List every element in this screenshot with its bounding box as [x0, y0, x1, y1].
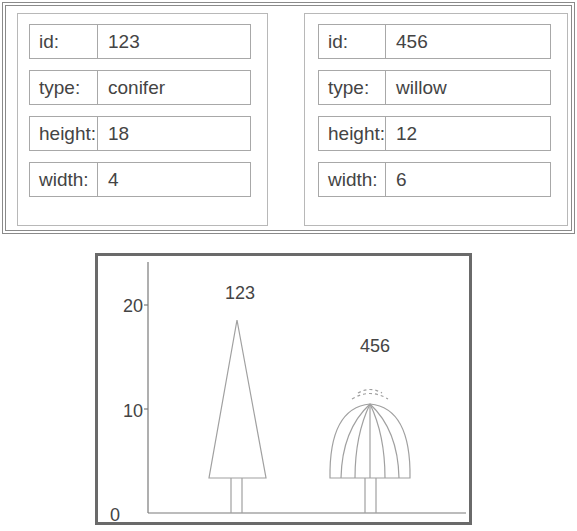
- willow-sway: [358, 390, 382, 394]
- tree-trunk: [364, 478, 365, 513]
- field-row: width:4: [29, 162, 251, 197]
- field-value: 123: [97, 25, 140, 58]
- record-card: id:123type:coniferheight:18width:4: [17, 13, 268, 226]
- field-name: height:: [30, 117, 97, 150]
- field-row: height:12: [318, 116, 551, 151]
- conifer-canopy: [209, 320, 266, 478]
- willow-branch: [370, 404, 385, 478]
- tree-label: 456: [360, 336, 390, 357]
- field-value: willow: [385, 71, 447, 104]
- willow-canopy: [330, 404, 410, 478]
- field-name: type:: [30, 71, 97, 104]
- record-card: id:456type:willowheight:12width:6: [304, 13, 568, 226]
- field-value: 18: [97, 117, 129, 150]
- tick-mark: [144, 408, 148, 409]
- field-name: width:: [319, 163, 385, 196]
- field-value: 6: [385, 163, 407, 196]
- willow-branch: [369, 404, 370, 478]
- field-row: id:123: [29, 24, 251, 59]
- field-name: height:: [319, 117, 385, 150]
- field-value: 12: [385, 117, 417, 150]
- field-row: id:456: [318, 24, 551, 59]
- willow-branch: [341, 404, 370, 478]
- field-name: width:: [30, 163, 97, 196]
- y-axis: [147, 262, 148, 513]
- field-row: type:conifer: [29, 70, 251, 105]
- field-name: id:: [319, 25, 385, 58]
- axis-tick-label: 20: [123, 296, 143, 317]
- tree-label: 123: [225, 283, 255, 304]
- field-name: type:: [319, 71, 385, 104]
- willow-sway: [352, 394, 388, 400]
- tree-trunk: [241, 478, 242, 513]
- field-name: id:: [30, 25, 97, 58]
- tree-trunk: [230, 478, 231, 513]
- chart-frame: 123 20 456 10 0: [95, 253, 472, 525]
- record-frame: id:123type:coniferheight:18width:4id:456…: [2, 2, 575, 234]
- tree-trunk: [375, 478, 376, 513]
- x-axis: [148, 512, 466, 513]
- axis-tick-label: 0: [110, 505, 120, 526]
- field-value: conifer: [97, 71, 165, 104]
- field-row: height:18: [29, 116, 251, 151]
- tick-mark: [144, 304, 148, 305]
- willow-branch: [355, 404, 370, 478]
- willow-branch: [370, 404, 399, 478]
- axis-tick-label: 10: [123, 401, 143, 422]
- field-row: type:willow: [318, 70, 551, 105]
- field-value: 456: [385, 25, 428, 58]
- field-value: 4: [97, 163, 119, 196]
- field-row: width:6: [318, 162, 551, 197]
